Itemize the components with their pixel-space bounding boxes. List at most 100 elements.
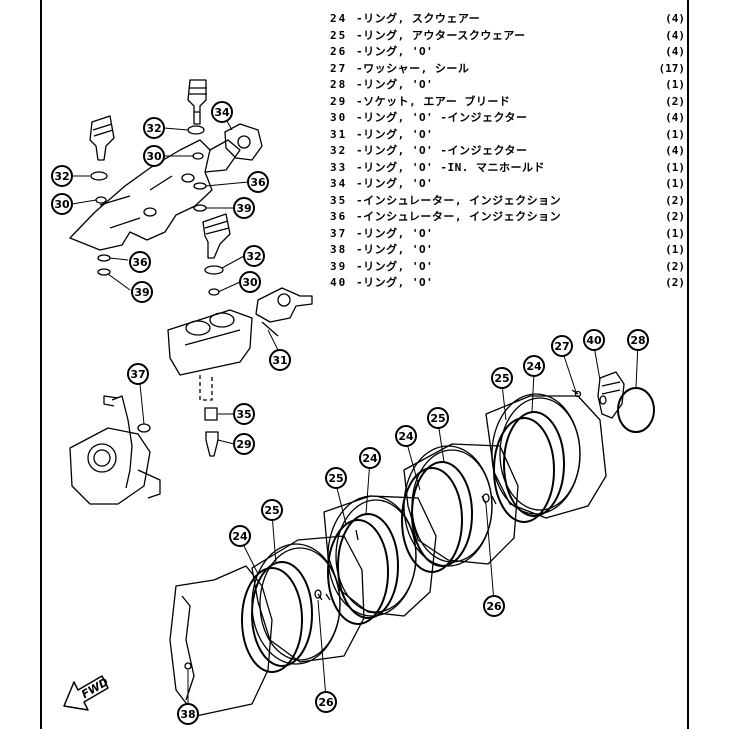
svg-text:26: 26 <box>486 600 502 613</box>
svg-text:30: 30 <box>242 276 258 289</box>
callout-badge: 26 <box>315 691 337 713</box>
o-ring-drawing <box>193 182 207 190</box>
svg-text:39: 39 <box>236 202 251 215</box>
bleed-socket-body-drawing <box>255 287 313 337</box>
svg-text:25: 25 <box>328 472 343 485</box>
legend-row: ········································… <box>330 126 685 143</box>
svg-text:25: 25 <box>264 504 279 517</box>
legend-row: ········································… <box>330 159 685 176</box>
svg-text:25: 25 <box>430 412 445 425</box>
o-ring-drawing <box>482 493 490 503</box>
seal-washer-drawing <box>574 390 582 398</box>
legend-row: ········································… <box>330 27 685 44</box>
front-housing-drawing <box>169 565 273 717</box>
forward-direction-arrow-icon: FWD <box>63 675 111 711</box>
square-ring-drawing <box>251 561 313 667</box>
o-ring-drawing <box>599 395 607 405</box>
callout-badge: 40 <box>583 329 605 351</box>
callout-badge: 39 <box>233 197 255 219</box>
square-ring-drawing <box>401 467 463 573</box>
rear-housing-drawing <box>485 389 607 519</box>
o-ring-drawing <box>204 265 224 275</box>
callout-badge: 24 <box>395 425 417 447</box>
svg-text:24: 24 <box>526 360 542 373</box>
square-ring-drawing <box>337 513 399 619</box>
insulator-drawing <box>204 407 218 421</box>
parts-legend: ········································… <box>330 11 685 292</box>
legend-row: ········································… <box>330 60 685 77</box>
air-bleed-socket-drawing <box>205 431 219 457</box>
svg-text:40: 40 <box>586 334 602 347</box>
callout-badge: 30 <box>239 271 261 293</box>
legend-row: ········································… <box>330 143 685 160</box>
legend-row: ········································… <box>330 275 685 292</box>
callout-badge: 29 <box>233 433 255 455</box>
intermediate-housing-drawing <box>323 495 437 617</box>
o-ring-drawing <box>95 196 107 204</box>
frame-left-border <box>40 0 42 729</box>
callouts: 32 34 30 32 30 36 39 36 39 32 30 31 37 3… <box>51 101 649 725</box>
large-o-ring-drawing <box>617 387 655 433</box>
legend-row: ········································… <box>330 93 685 110</box>
legend-row: ········································… <box>330 225 685 242</box>
legend-row: ········································… <box>330 192 685 209</box>
o-ring-drawing <box>314 589 322 599</box>
callout-badge: 30 <box>51 193 73 215</box>
legend-row: ········································… <box>330 110 685 127</box>
callout-badge: 36 <box>247 171 269 193</box>
leader-lines <box>71 111 639 706</box>
square-ring-drawing <box>411 461 473 567</box>
svg-text:32: 32 <box>146 122 161 135</box>
air-valve-drawing <box>224 123 263 161</box>
callout-badge: 25 <box>427 407 449 429</box>
svg-text:36: 36 <box>250 176 266 189</box>
callout-badge: 26 <box>483 595 505 617</box>
callout-badge: 32 <box>51 165 73 187</box>
callout-badge: 31 <box>269 349 291 371</box>
callout-badge: 38 <box>177 703 199 725</box>
throttle-body-drawing <box>69 395 161 505</box>
oil-pressure-sender-drawing <box>597 371 625 419</box>
callout-badge: 32 <box>143 117 165 139</box>
svg-text:34: 34 <box>214 106 230 119</box>
svg-text:27: 27 <box>554 340 569 353</box>
svg-text:24: 24 <box>398 430 414 443</box>
o-ring-drawing <box>192 152 204 160</box>
svg-text:24: 24 <box>232 530 248 543</box>
square-ring-drawing <box>241 567 303 673</box>
callout-badge: 39 <box>131 281 153 303</box>
rotor-housing-drawing <box>251 535 365 665</box>
injector-drawing <box>202 213 231 259</box>
legend-row: ········································… <box>330 176 685 193</box>
intake-manifold-drawing <box>69 139 241 251</box>
callout-badge: 24 <box>523 355 545 377</box>
svg-text:37: 37 <box>130 368 145 381</box>
legend-row: ········································… <box>330 11 685 28</box>
svg-text:39: 39 <box>134 286 149 299</box>
callout-badge: 32 <box>243 245 265 267</box>
callout-badge: 35 <box>233 403 255 425</box>
o-ring-drawing <box>187 125 205 135</box>
injector-drawing <box>187 79 207 125</box>
svg-text:32: 32 <box>246 250 261 263</box>
legend-row: ········································… <box>330 77 685 94</box>
square-ring-drawing <box>503 411 565 517</box>
o-ring-drawing <box>97 254 111 262</box>
o-ring-drawing <box>208 288 220 296</box>
callout-badge: 30 <box>143 145 165 167</box>
svg-text:36: 36 <box>132 256 148 269</box>
legend-row: ········································… <box>330 209 685 226</box>
svg-text:28: 28 <box>630 334 645 347</box>
svg-text:35: 35 <box>236 408 251 421</box>
o-ring-drawing <box>90 171 108 181</box>
svg-text:29: 29 <box>236 438 251 451</box>
callout-badge: 34 <box>211 101 233 123</box>
o-ring-drawing <box>97 268 111 276</box>
callout-badge: 36 <box>129 251 151 273</box>
svg-text:24: 24 <box>362 452 378 465</box>
callout-badge: 25 <box>261 499 283 521</box>
lower-manifold-drawing <box>167 309 253 401</box>
legend-row: ········································… <box>330 258 685 275</box>
svg-text:32: 32 <box>54 170 69 183</box>
square-ring-drawing <box>327 519 389 625</box>
